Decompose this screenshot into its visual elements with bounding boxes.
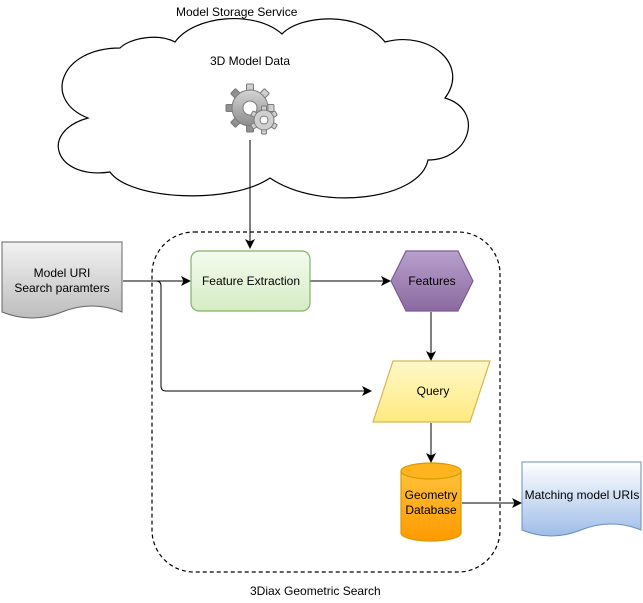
database-label: Geometry Database <box>396 488 466 518</box>
feature-extraction-node[interactable] <box>190 250 311 312</box>
geometry-database-node[interactable] <box>400 462 462 542</box>
features-label: Features <box>408 274 456 288</box>
input-document-shape[interactable] <box>1 241 123 319</box>
feature-extraction-label: Feature Extraction <box>201 274 301 288</box>
output-document-label: Matching model URIs <box>524 488 640 502</box>
input-document-line1: Model URI <box>33 266 91 280</box>
gear-icon <box>225 83 278 135</box>
query-node[interactable] <box>372 360 491 423</box>
database-line1: Geometry <box>404 488 458 502</box>
database-line2: Database <box>405 503 457 517</box>
edge-input-to-query <box>123 280 372 396</box>
model-data-label: 3D Model Data <box>210 54 291 68</box>
features-node[interactable] <box>390 250 474 312</box>
input-document-label: Model URI Search paramters <box>2 266 122 296</box>
group-label: 3Diax Geometric Search <box>250 584 381 598</box>
output-document-shape[interactable] <box>521 461 642 537</box>
input-document-line2: Search paramters <box>14 281 110 295</box>
query-label: Query <box>416 384 450 398</box>
geometric-search-group[interactable] <box>151 231 501 573</box>
cloud-title: Model Storage Service <box>176 5 298 19</box>
